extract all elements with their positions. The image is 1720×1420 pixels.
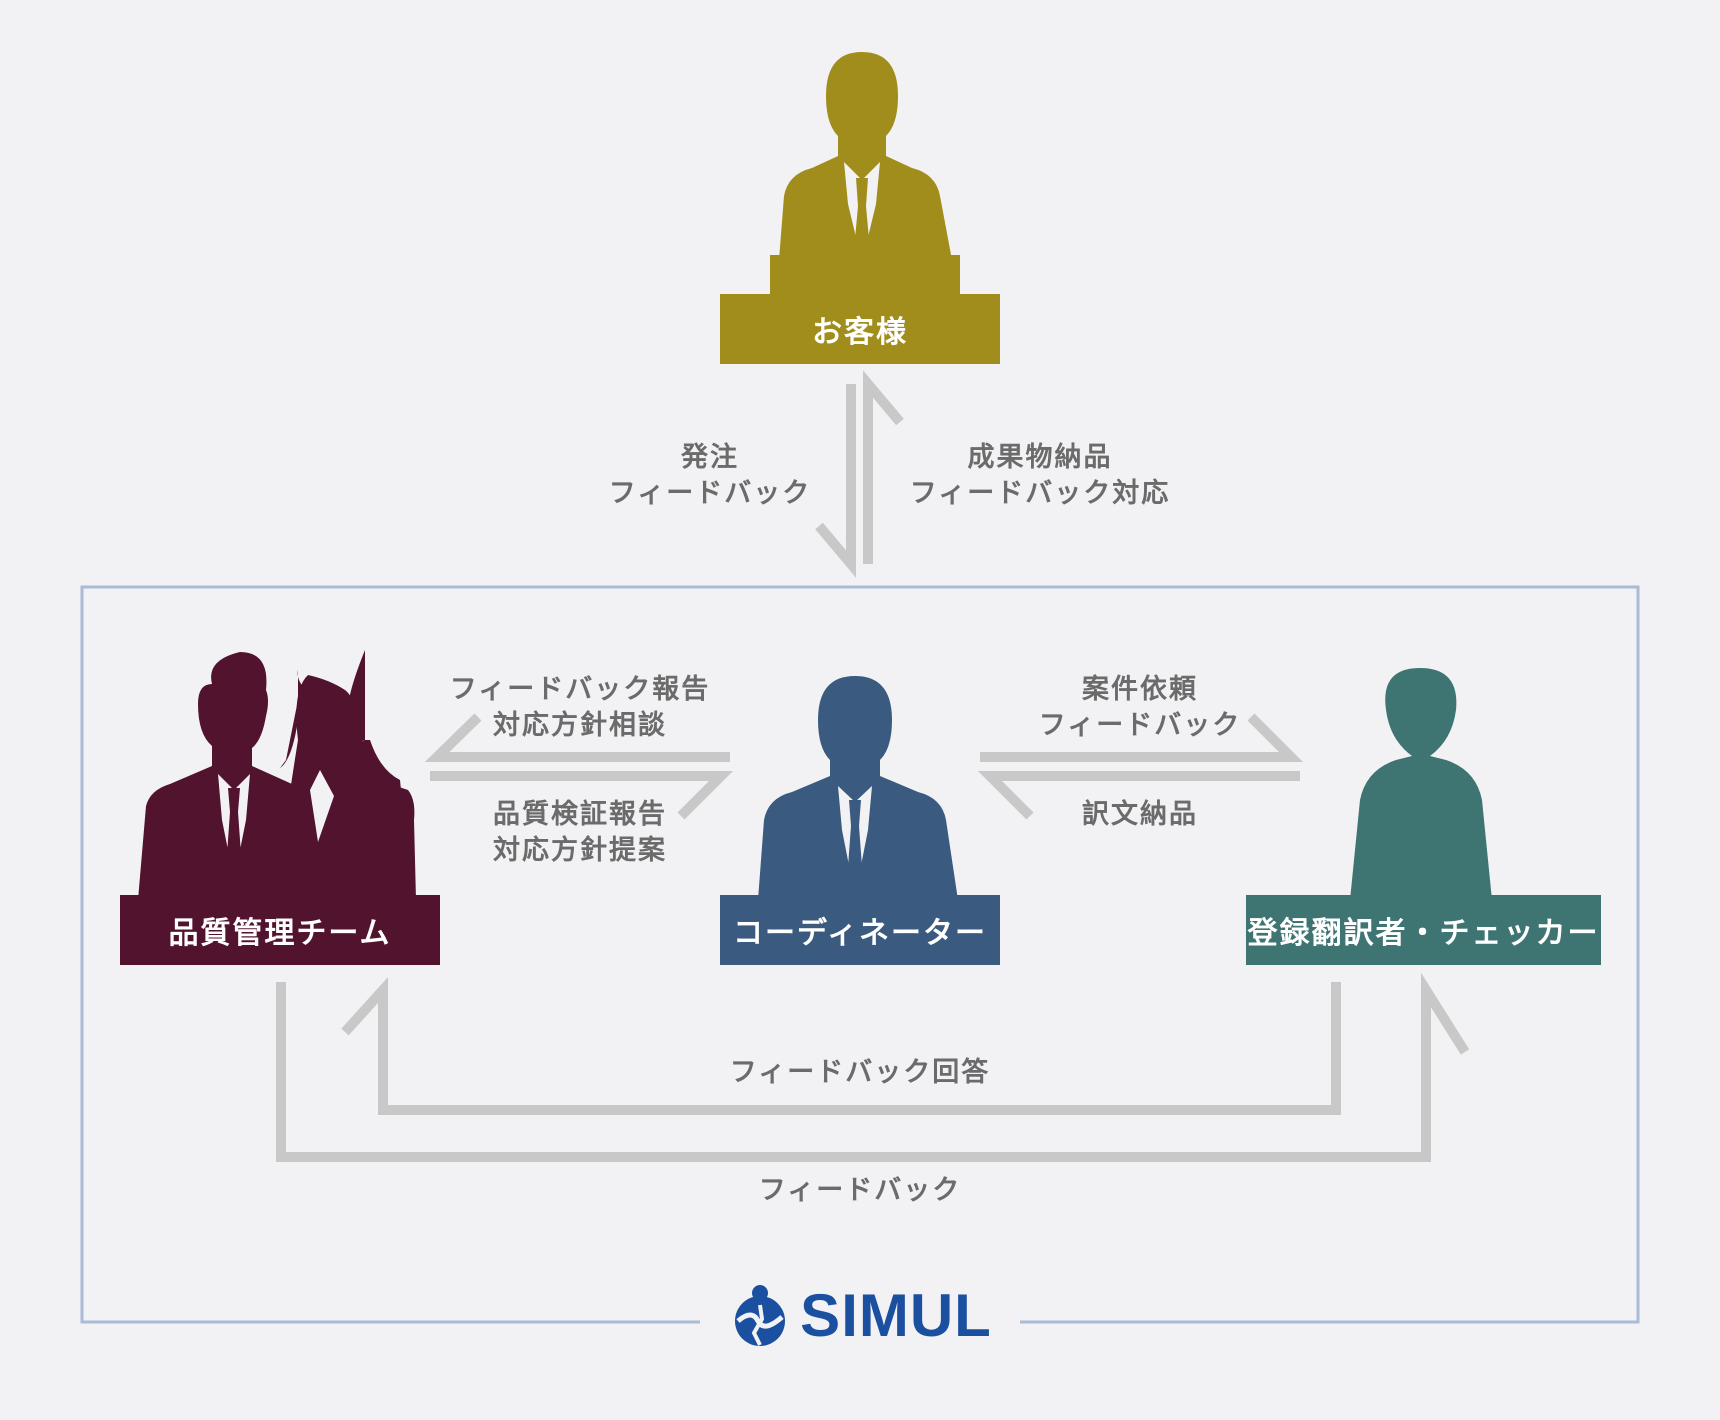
- label-client-up-line1: 成果物納品: [967, 442, 1113, 473]
- label-translator-to-coord: 訳文納品: [1000, 797, 1280, 833]
- label-translator-to-qc-line1: フィードバック回答: [729, 1057, 991, 1088]
- label-translator-to-coord-line1: 訳文納品: [1082, 799, 1198, 830]
- simul-logo: SIMUL: [700, 1270, 1020, 1360]
- arrow-client-up: [863, 370, 904, 564]
- label-client-down: 発注 フィードバック: [590, 440, 830, 512]
- label-qc-to-coord-line1: 品質検証報告: [493, 799, 667, 830]
- label-client-up: 成果物納品 フィードバック対応: [900, 440, 1180, 512]
- coordinator-node: コーディネーター: [720, 895, 1000, 965]
- arrow-qc-to-translator: [276, 972, 1470, 1162]
- label-coord-to-qc: フィードバック報告 対応方針相談: [430, 672, 730, 744]
- arrow-client-down: [815, 384, 856, 578]
- label-client-down-line1: 発注: [681, 442, 739, 473]
- label-coord-to-qc-line2: 対応方針相談: [493, 710, 667, 741]
- label-coord-to-qc-line1: フィードバック報告: [449, 674, 711, 705]
- arrow-translator-to-coord: [977, 771, 1300, 820]
- qc-team-node: 品質管理チーム: [120, 895, 440, 965]
- label-coord-to-translator: 案件依頼 フィードバック: [1000, 672, 1280, 744]
- translator-silhouette-icon: [1350, 668, 1492, 900]
- label-translator-to-qc: フィードバック回答: [700, 1055, 1020, 1091]
- label-qc-to-translator: フィードバック: [700, 1173, 1020, 1209]
- label-client-down-line2: フィードバック: [608, 478, 812, 509]
- arrow-coord-to-qc: [424, 713, 730, 762]
- label-client-up-line2: フィードバック対応: [909, 478, 1171, 509]
- translator-node: 登録翻訳者・チェッカー: [1246, 895, 1601, 965]
- arrow-coord-to-translator: [980, 713, 1304, 762]
- arrow-translator-to-qc: [341, 977, 1341, 1115]
- qc-team-silhouette-icon: [138, 650, 416, 900]
- logo-text: SIMUL: [800, 1281, 992, 1349]
- label-coord-to-translator-line2: フィードバック: [1038, 710, 1242, 741]
- label-qc-to-coord-line2: 対応方針提案: [493, 835, 667, 866]
- label-qc-to-translator-line1: フィードバック: [758, 1175, 962, 1206]
- label-coord-to-translator-line1: 案件依頼: [1082, 674, 1198, 705]
- label-qc-to-coord: 品質検証報告 対応方針提案: [430, 797, 730, 869]
- client-node: お客様: [720, 294, 1000, 364]
- simul-logo-icon: [735, 1285, 786, 1346]
- arrow-qc-to-coord: [430, 771, 734, 820]
- coordinator-silhouette-icon: [758, 676, 958, 900]
